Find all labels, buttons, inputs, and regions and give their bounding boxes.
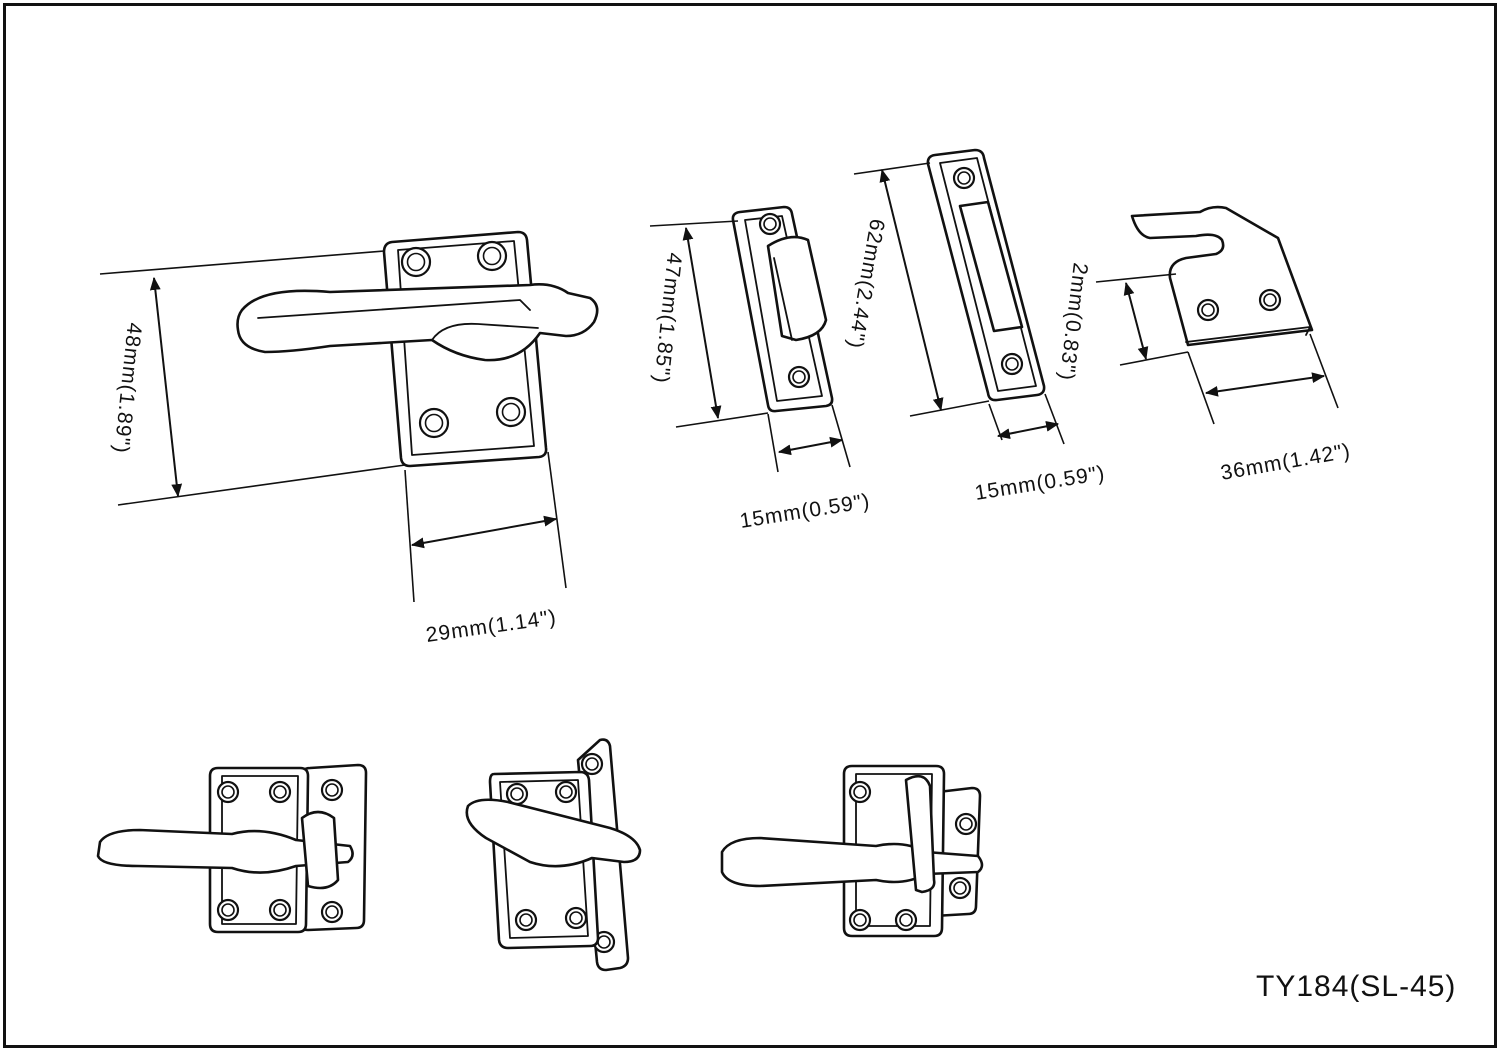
extension-line: [1309, 333, 1339, 409]
screw-hole-icon: [848, 780, 872, 804]
screw-hole-icon: [1000, 352, 1024, 376]
screw-hole-icon: [495, 396, 527, 428]
hook-height-label: 2mm(0.83"): [1055, 261, 1092, 382]
screw-hole-icon: [758, 212, 782, 236]
height-dimension-arrow: [149, 276, 183, 498]
assembly-view-hook: [720, 764, 984, 938]
screw-hole-icon: [848, 908, 872, 932]
extension-line: [767, 413, 779, 473]
screw-hole-icon: [514, 908, 538, 932]
hook-width-label: 36mm(1.42"): [1219, 439, 1353, 485]
assembly-view-strike: [465, 738, 642, 972]
screw-hole-icon: [505, 782, 529, 806]
keeper-part: [731, 205, 834, 413]
keeper-width-label: 15mm(0.59"): [738, 490, 872, 533]
keeper-height-label: 47mm(1.85"): [649, 251, 686, 384]
extension-line: [1119, 351, 1189, 366]
strike-plate-part: [926, 148, 1046, 402]
extension-line: [99, 250, 385, 275]
screw-hole-icon: [954, 812, 978, 836]
screw-hole-icon: [787, 365, 811, 389]
strike-height-label: 62mm(2.44"): [843, 217, 889, 351]
screw-hole-icon: [948, 876, 972, 900]
screw-hole-icon: [320, 900, 344, 924]
width-dimension-arrow: [410, 515, 558, 549]
extension-line: [831, 404, 851, 468]
extension-line: [649, 220, 739, 227]
screw-hole-icon: [418, 407, 450, 439]
screw-hole-icon: [894, 908, 918, 932]
latch-height-label: 48mm(1.89"): [109, 321, 146, 454]
width-dimension-arrow: [1204, 372, 1326, 397]
width-dimension-arrow: [996, 421, 1060, 439]
extension-line: [675, 412, 769, 428]
extension-line: [853, 162, 931, 175]
screw-hole-icon: [1258, 288, 1282, 312]
screw-hole-icon: [268, 780, 292, 804]
extension-line: [909, 400, 990, 417]
latch-width-label: 29mm(1.14"): [424, 606, 558, 647]
width-dimension-arrow: [777, 436, 844, 456]
extension-line: [117, 464, 406, 506]
extension-line: [1044, 393, 1065, 445]
extension-line: [1095, 273, 1177, 283]
model-number-label: TY184(SL-45): [1256, 970, 1456, 1003]
screw-hole-icon: [320, 778, 344, 802]
screw-hole-icon: [554, 780, 578, 804]
screw-hole-icon: [268, 898, 292, 922]
screw-hole-icon: [1196, 298, 1220, 322]
screw-hole-icon: [216, 898, 240, 922]
screw-hole-icon: [216, 780, 240, 804]
height-dimension-arrow: [682, 226, 722, 420]
screw-hole-icon: [580, 752, 604, 776]
screw-hole-icon: [400, 246, 432, 278]
strike-width-label: 15mm(0.59"): [973, 462, 1107, 505]
screw-hole-icon: [564, 906, 588, 930]
latch-part: [236, 230, 599, 468]
assembly-view-keeper: [96, 763, 368, 934]
extension-line: [404, 469, 415, 603]
screw-hole-icon: [476, 240, 508, 272]
screw-hole-icon: [952, 166, 976, 190]
extension-line: [1187, 351, 1215, 425]
height-dimension-arrow: [879, 168, 944, 412]
height-dimension-arrow: [1123, 281, 1149, 361]
hook-plate-part: [1130, 205, 1314, 347]
